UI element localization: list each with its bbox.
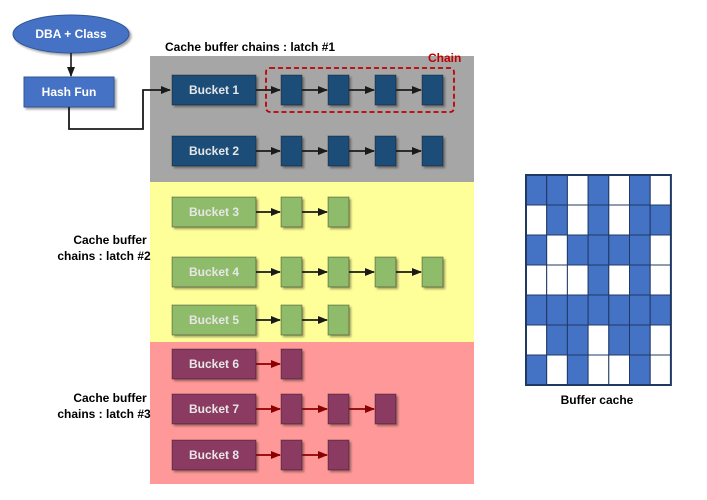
cache-cell-5-5 <box>608 294 630 326</box>
hash-function-node <box>23 76 115 108</box>
cache-cell-7-5 <box>608 354 630 386</box>
buffer-header-2-2 <box>327 135 350 167</box>
cache-cell-6-7 <box>649 324 672 356</box>
cache-cell-6-5 <box>608 324 630 356</box>
chain-label: Chain <box>428 51 461 65</box>
buffer-header-4-1 <box>280 256 303 288</box>
cache-cell-2-1 <box>525 204 548 236</box>
cache-cell-1-2 <box>546 174 568 206</box>
cache-cell-4-7 <box>649 264 672 296</box>
bucket-box-3 <box>171 196 257 228</box>
bucket-label-4: Bucket 4 <box>189 265 239 279</box>
bucket-label-1: Bucket 1 <box>189 83 239 97</box>
cache-cell-6-6 <box>629 324 651 356</box>
cache-cell-1-7 <box>649 174 672 206</box>
buffer-header-2-1 <box>280 135 303 167</box>
buffer-header-7-1 <box>280 393 303 425</box>
cache-cell-4-5 <box>608 264 630 296</box>
latch2-label-line1: Cache buffer <box>73 233 147 247</box>
cache-cell-4-6 <box>629 264 651 296</box>
cache-cell-5-4 <box>587 294 610 326</box>
cache-cell-1-1 <box>525 174 548 206</box>
cache-cell-1-6 <box>629 174 651 206</box>
cache-cell-7-3 <box>566 354 589 386</box>
cache-cell-3-6 <box>629 234 651 266</box>
latch3-label-line1: Cache buffer <box>73 391 147 405</box>
buffer-header-2-4 <box>421 135 444 167</box>
buffer-header-8-1 <box>280 439 303 471</box>
buffer-header-5-1 <box>280 304 303 336</box>
buffer-cache-label: Buffer cache <box>561 393 634 407</box>
buffer-header-3-1 <box>280 196 303 228</box>
bucket-box-4 <box>171 256 257 288</box>
cache-cell-6-4 <box>587 324 610 356</box>
cache-cell-1-5 <box>608 174 630 206</box>
dba-class-label: DBA + Class <box>35 27 107 41</box>
bucket-label-5: Bucket 5 <box>189 313 239 327</box>
cache-cell-3-5 <box>608 234 630 266</box>
cache-cell-5-7 <box>649 294 672 326</box>
cache-grid-border <box>525 174 672 386</box>
buffer-header-4-2 <box>327 256 350 288</box>
bucket-box-8 <box>171 439 257 471</box>
buffer-header-8-2 <box>327 439 350 471</box>
buffer-header-1-3 <box>374 74 397 106</box>
cache-cell-5-2 <box>546 294 568 326</box>
cache-cell-7-1 <box>525 354 548 386</box>
latch3-label-line2: chains : latch #3 <box>57 407 151 421</box>
latch2-label-line2: chains : latch #2 <box>57 249 151 263</box>
cache-cell-1-4 <box>587 174 610 206</box>
cache-cell-4-2 <box>546 264 568 296</box>
buckets-layer: Bucket 1 Bucket 2 Bucket 3 Bucket 4 Bucket 5… <box>171 74 444 471</box>
buffer-header-1-2 <box>327 74 350 106</box>
cache-cell-6-1 <box>525 324 548 356</box>
cache-cell-2-3 <box>566 204 589 236</box>
cache-cell-2-7 <box>649 204 672 236</box>
cache-cell-1-3 <box>566 174 589 206</box>
cache-cell-4-3 <box>566 264 589 296</box>
cache-cell-3-1 <box>525 234 548 266</box>
cache-cell-3-2 <box>546 234 568 266</box>
cache-cell-7-6 <box>629 354 651 386</box>
bucket-label-7: Bucket 7 <box>189 402 239 416</box>
latch1-label: Cache buffer chains : latch #1 <box>165 40 335 54</box>
bucket-label-6: Bucket 6 <box>189 357 239 371</box>
cache-cell-4-4 <box>587 264 610 296</box>
cache-cell-2-6 <box>629 204 651 236</box>
cache-cell-6-3 <box>566 324 589 356</box>
hash-function-label: Hash Fun <box>42 85 97 99</box>
cache-cell-7-7 <box>649 354 672 386</box>
hash-to-bucket1-arrow <box>68 86 171 130</box>
cache-cell-5-1 <box>525 294 548 326</box>
cache-cell-7-4 <box>587 354 610 386</box>
cache-cell-3-3 <box>566 234 589 266</box>
cache-cell-3-4 <box>587 234 610 266</box>
cache-cell-7-2 <box>546 354 568 386</box>
bucket-label-2: Bucket 2 <box>189 144 239 158</box>
cache-cell-6-2 <box>546 324 568 356</box>
bucket-box-6 <box>171 348 257 380</box>
buffer-header-7-3 <box>374 393 397 425</box>
buffer-header-2-3 <box>374 135 397 167</box>
buffer-cache-grid <box>525 174 672 386</box>
cache-cell-3-7 <box>649 234 672 266</box>
buffer-header-5-2 <box>327 304 350 336</box>
buffer-header-4-3 <box>374 256 397 288</box>
buffer-header-4-4 <box>421 256 444 288</box>
buffer-header-1-1 <box>280 74 303 106</box>
cache-cell-5-6 <box>629 294 651 326</box>
buffer-header-1-4 <box>421 74 444 106</box>
cache-cell-5-3 <box>566 294 589 326</box>
buffer-header-6-1 <box>280 348 303 380</box>
bucket-label-8: Bucket 8 <box>189 448 239 462</box>
cache-cell-4-1 <box>525 264 548 296</box>
buffer-header-7-2 <box>327 393 350 425</box>
cache-cell-2-4 <box>587 204 610 236</box>
cache-cell-2-5 <box>608 204 630 236</box>
cache-cell-2-2 <box>546 204 568 236</box>
bucket-label-3: Bucket 3 <box>189 205 239 219</box>
buffer-header-3-2 <box>327 196 350 228</box>
